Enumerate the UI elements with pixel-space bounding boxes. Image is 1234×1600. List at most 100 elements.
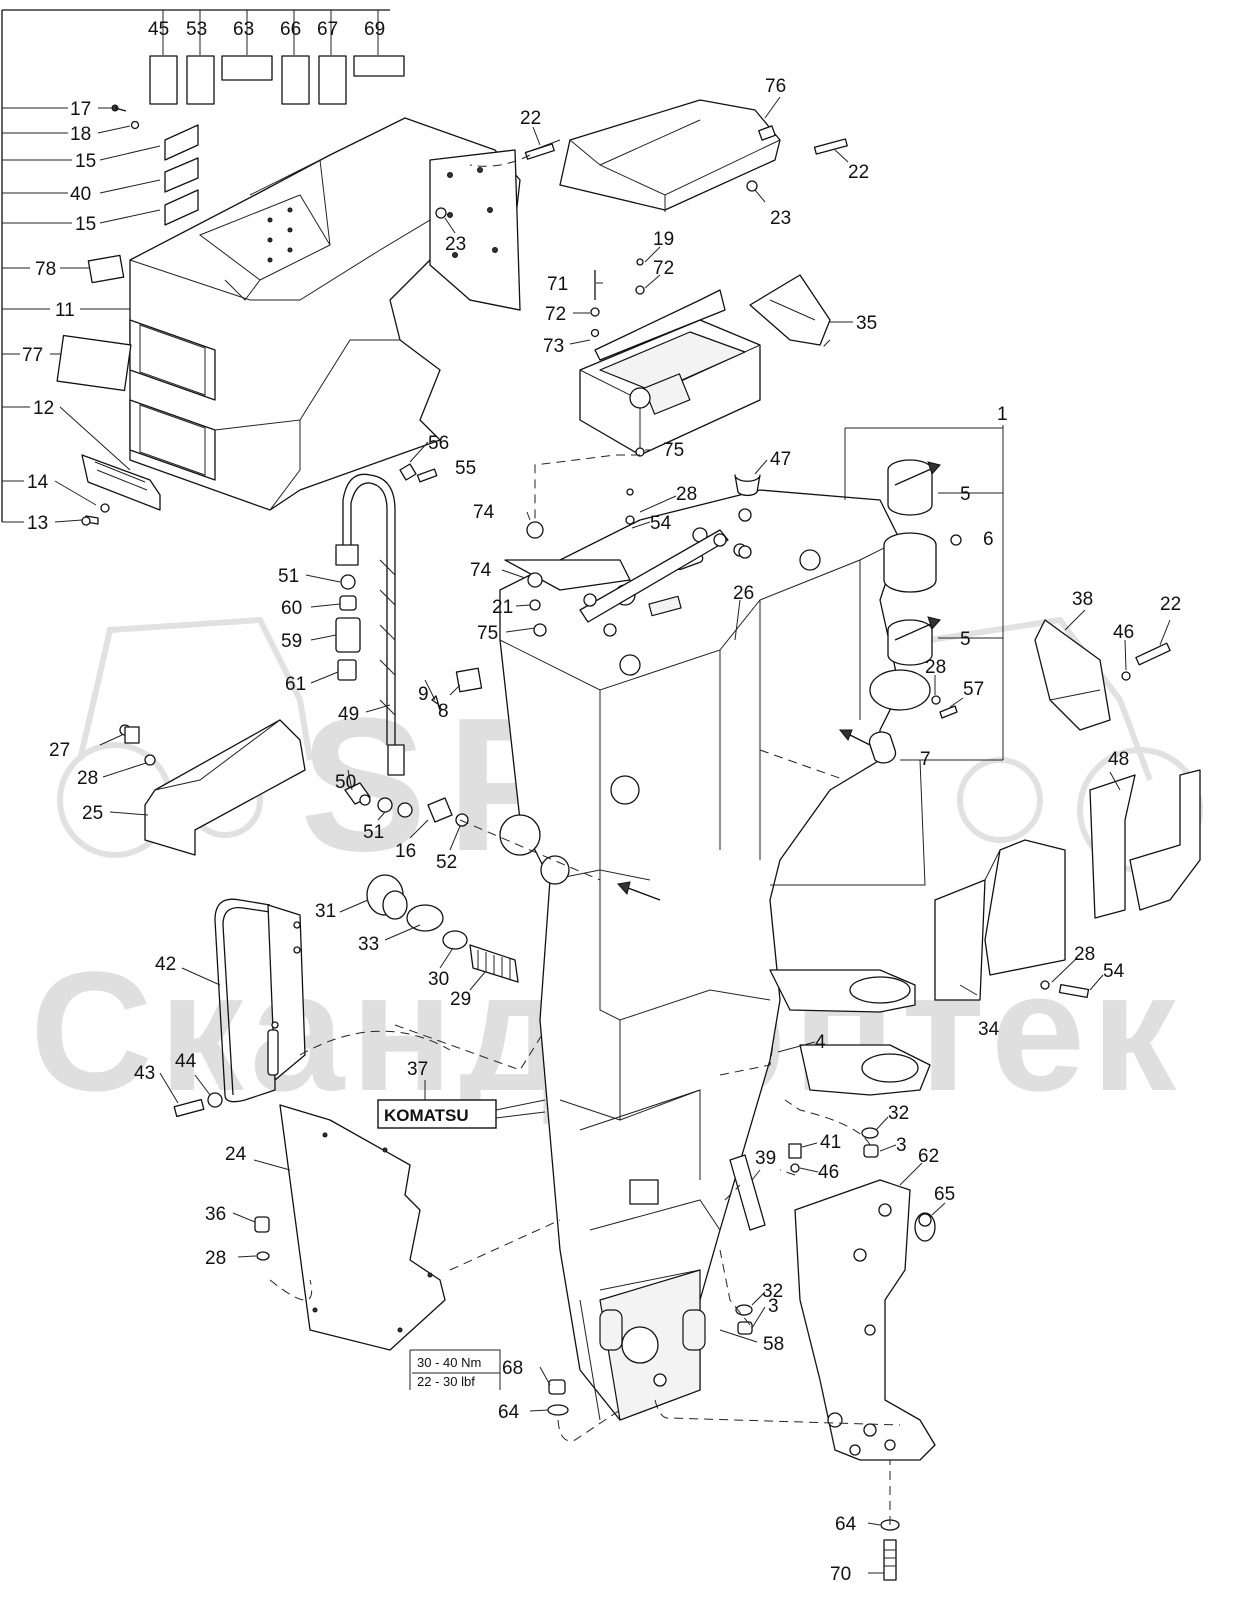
callout-label: 28 <box>77 768 98 789</box>
callout-label: 52 <box>436 852 457 873</box>
callout-label: 14 <box>27 472 49 493</box>
decal-tag <box>281 55 310 105</box>
callout-label: 22 <box>848 162 869 183</box>
callout-label: 32 <box>888 1103 909 1124</box>
fittings-row <box>344 782 469 827</box>
step-plate <box>794 1179 936 1461</box>
callout-label: 54 <box>1103 961 1125 982</box>
callout-label: 74 <box>470 560 492 581</box>
callout-label: 38 <box>1072 589 1093 610</box>
nut <box>435 207 447 219</box>
callout-label: 47 <box>770 449 791 470</box>
callout-label: 39 <box>755 1148 776 1169</box>
left-guard <box>119 719 306 856</box>
callout-label: 11 <box>55 300 75 321</box>
dashed-guides <box>269 154 901 1525</box>
decal-tag <box>149 55 178 105</box>
decal-tag <box>221 55 273 81</box>
callout-label: 42 <box>155 954 176 975</box>
callout-label: 32 <box>762 1281 783 1302</box>
lower-panel <box>254 1104 446 1351</box>
callout-label: 49 <box>338 704 359 725</box>
callout-label: 7 <box>920 749 931 770</box>
tag-label: 69 <box>364 19 385 40</box>
callout-label: 75 <box>663 440 684 461</box>
small-fasteners <box>431 667 900 1581</box>
callout-label: 26 <box>733 583 754 604</box>
callout-label: 77 <box>22 345 43 366</box>
callout-label: 15 <box>75 214 96 235</box>
callout-label: 55 <box>455 458 476 479</box>
tag-label: 63 <box>233 19 254 40</box>
bolt <box>524 143 555 160</box>
callout-label: 43 <box>134 1063 155 1084</box>
callout-label: 4 <box>815 1032 826 1053</box>
control-box <box>579 258 761 457</box>
callout-label: 54 <box>650 513 672 534</box>
decal-tag <box>353 55 405 77</box>
nut <box>746 180 758 192</box>
callout-label: 44 <box>175 1051 197 1072</box>
hydraulic-hose <box>335 463 438 776</box>
right-guards <box>934 619 1201 1001</box>
tag-label: 53 <box>186 19 207 40</box>
callout-label: 16 <box>395 841 416 862</box>
callout-label: 6 <box>983 529 994 550</box>
callout-label: 18 <box>70 124 91 145</box>
callout-label: 46 <box>818 1162 839 1183</box>
callout-label: 17 <box>70 99 91 120</box>
callout-label: 21 <box>492 597 513 618</box>
callout-label: 75 <box>477 623 498 644</box>
pipe-guard <box>173 898 306 1118</box>
callout-label: 19 <box>653 229 674 250</box>
callout-label: 56 <box>428 433 449 454</box>
callout-label: 36 <box>205 1204 226 1225</box>
callout-label: 22 <box>520 108 541 129</box>
callout-label: 68 <box>502 1358 523 1379</box>
callout-label: 60 <box>281 598 302 619</box>
callout-label: 28 <box>676 484 697 505</box>
callout-label: 1 <box>997 404 1008 425</box>
callout-label: 51 <box>278 566 299 587</box>
main-frame <box>499 489 931 1421</box>
callout-label: 37 <box>407 1059 428 1080</box>
callout-label: 5 <box>960 484 971 505</box>
decal-tag <box>186 55 215 105</box>
callout-label: 28 <box>205 1248 226 1269</box>
callout-label: 22 <box>1160 594 1181 615</box>
callout-label: 15 <box>75 151 96 172</box>
callout-label: 23 <box>770 208 791 229</box>
leader-lines <box>99 96 1171 1574</box>
hinge-bracket <box>81 454 161 526</box>
cover-plates-small <box>56 104 199 392</box>
bracket <box>749 274 831 346</box>
callout-label: 28 <box>1074 944 1095 965</box>
callout-label: 71 <box>547 274 568 295</box>
tag-label: 67 <box>317 19 338 40</box>
brand-decal: KOMATSU <box>377 1080 546 1129</box>
tag-label: 45 <box>148 19 169 40</box>
callout-label: 74 <box>473 502 495 523</box>
callout-label: 72 <box>653 258 674 279</box>
bushing-group <box>617 459 962 901</box>
bolt <box>813 138 848 155</box>
hood-body <box>129 117 521 511</box>
callout-label: 78 <box>35 259 56 280</box>
callout-label: 72 <box>545 304 566 325</box>
callout-label: 31 <box>315 901 336 922</box>
callout-label: 59 <box>281 631 302 652</box>
top-tag-group: 45 53 63 66 67 69 <box>1 9 405 522</box>
callout-label: 40 <box>70 184 91 205</box>
group-bracket <box>770 425 1004 886</box>
torque-line: 30 - 40 Nm <box>417 1355 481 1370</box>
callout-label: 61 <box>285 674 306 695</box>
callout-label: 29 <box>450 989 471 1010</box>
callout-label: 41 <box>820 1132 841 1153</box>
callout-labels: 22 76 22 23 23 19 71 72 72 73 35 56 55 7… <box>49 76 1181 1585</box>
callout-label: 48 <box>1108 749 1129 770</box>
left-number-list: 17 18 15 40 15 78 11 77 12 14 13 <box>2 99 161 534</box>
callout-label: 51 <box>363 822 384 843</box>
filter-fittings <box>366 874 519 983</box>
callout-label: 34 <box>978 1019 1000 1040</box>
